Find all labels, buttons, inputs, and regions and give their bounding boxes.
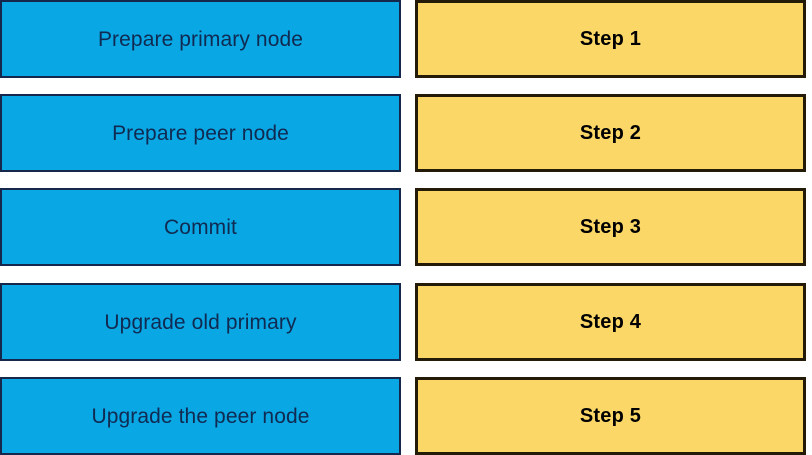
step-label-1: Step 1 (579, 28, 642, 50)
step-box-1[interactable]: Step 1 (415, 0, 806, 78)
step-box-3[interactable]: Step 3 (415, 188, 806, 266)
task-box-3[interactable]: Commit (0, 188, 401, 266)
step-label-5: Step 5 (579, 405, 642, 427)
step-label-4: Step 4 (579, 311, 642, 333)
task-label-3: Commit (164, 215, 237, 239)
step-label-3: Step 3 (579, 216, 642, 238)
task-label-1: Prepare primary node (97, 27, 304, 51)
diagram-row: Upgrade the peer node Step 5 (0, 377, 812, 455)
diagram-row: Upgrade old primary Step 4 (0, 283, 812, 361)
step-box-4[interactable]: Step 4 (415, 283, 806, 361)
diagram-row: Commit Step 3 (0, 188, 812, 266)
step-box-2[interactable]: Step 2 (415, 94, 806, 172)
diagram-row: Prepare peer node Step 2 (0, 94, 812, 172)
task-box-2[interactable]: Prepare peer node (0, 94, 401, 172)
step-label-2: Step 2 (579, 122, 642, 144)
task-box-1[interactable]: Prepare primary node (0, 0, 401, 78)
task-label-4: Upgrade old primary (104, 310, 297, 334)
task-label-2: Prepare peer node (112, 121, 289, 145)
task-box-5[interactable]: Upgrade the peer node (0, 377, 401, 455)
step-box-5[interactable]: Step 5 (415, 377, 806, 455)
task-label-5: Upgrade the peer node (91, 404, 310, 428)
task-box-4[interactable]: Upgrade old primary (0, 283, 401, 361)
diagram-row: Prepare primary node Step 1 (0, 0, 812, 78)
